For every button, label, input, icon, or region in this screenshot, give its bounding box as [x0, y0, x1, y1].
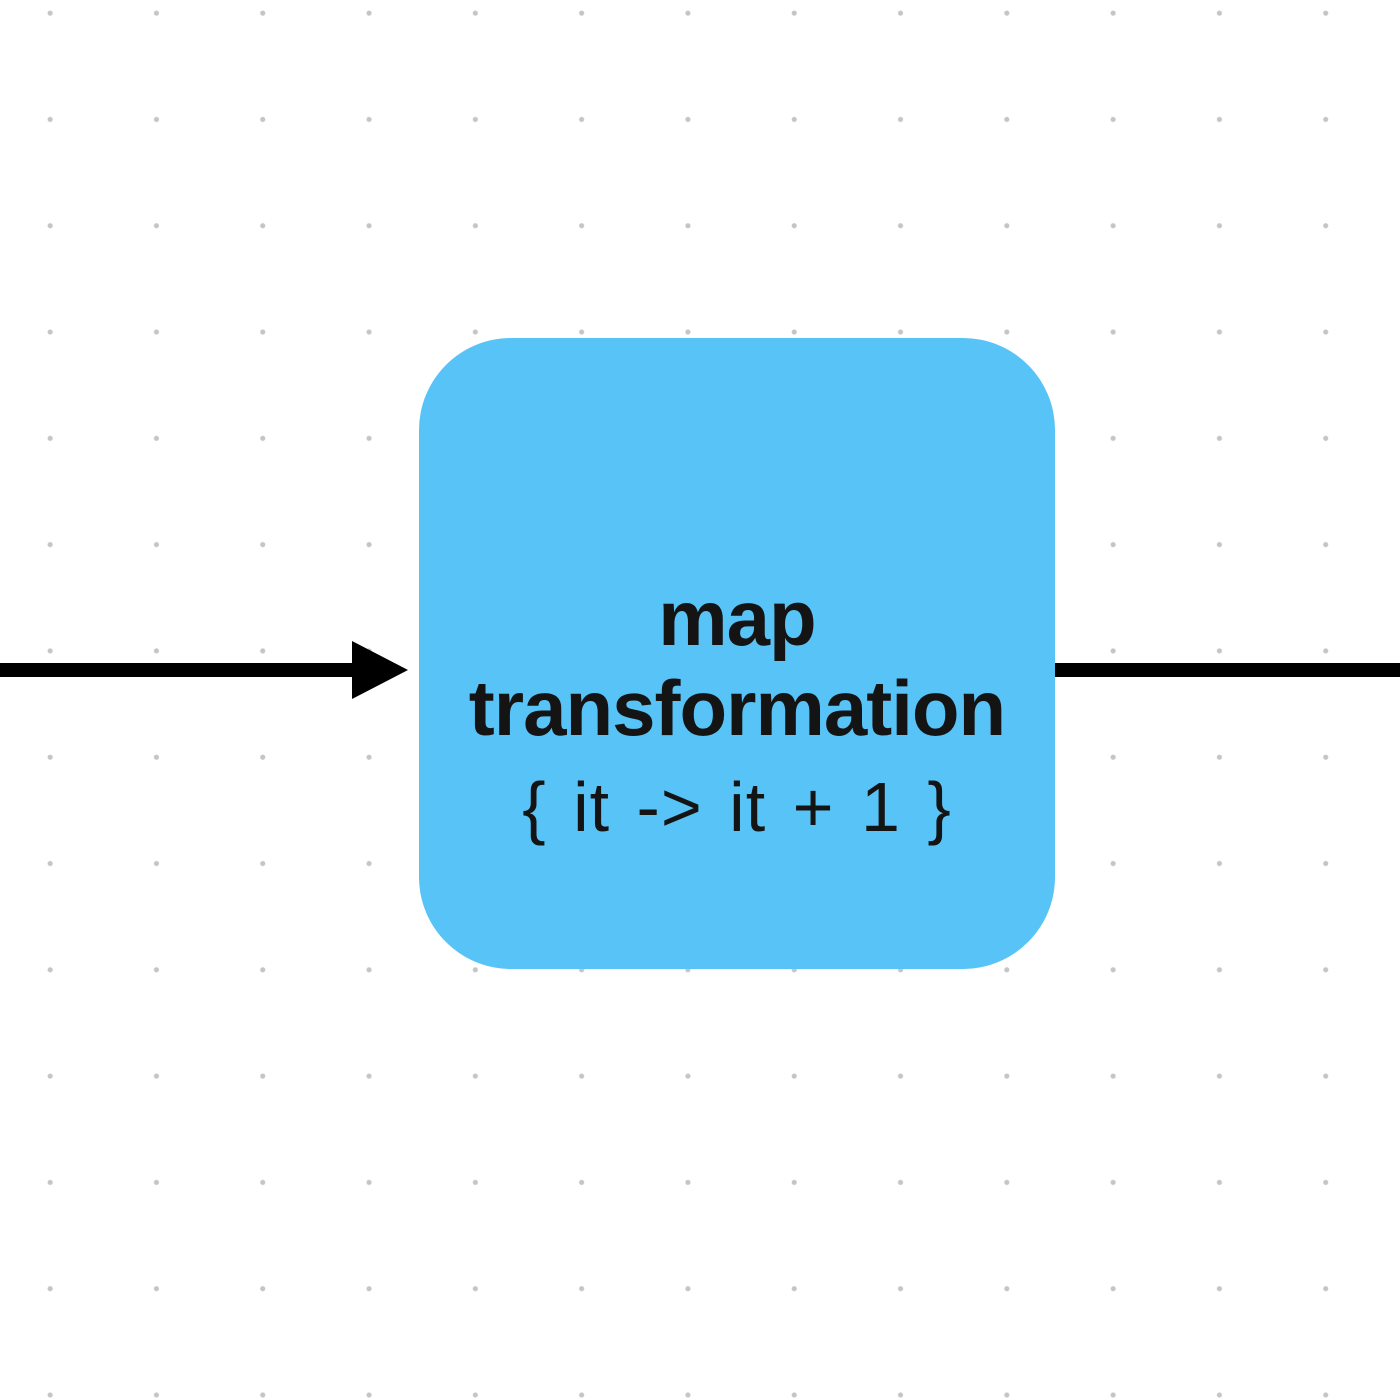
incoming-edge-line — [0, 663, 353, 677]
outgoing-edge-line — [1055, 663, 1400, 677]
node-text: map transformation { it -> it + 1 } — [419, 573, 1055, 849]
node-expression: { it -> it + 1 } — [522, 768, 952, 846]
arrowhead-icon — [352, 641, 408, 699]
map-transformation-node[interactable]: map transformation { it -> it + 1 } — [419, 338, 1055, 969]
node-title: map transformation — [468, 574, 1006, 752]
